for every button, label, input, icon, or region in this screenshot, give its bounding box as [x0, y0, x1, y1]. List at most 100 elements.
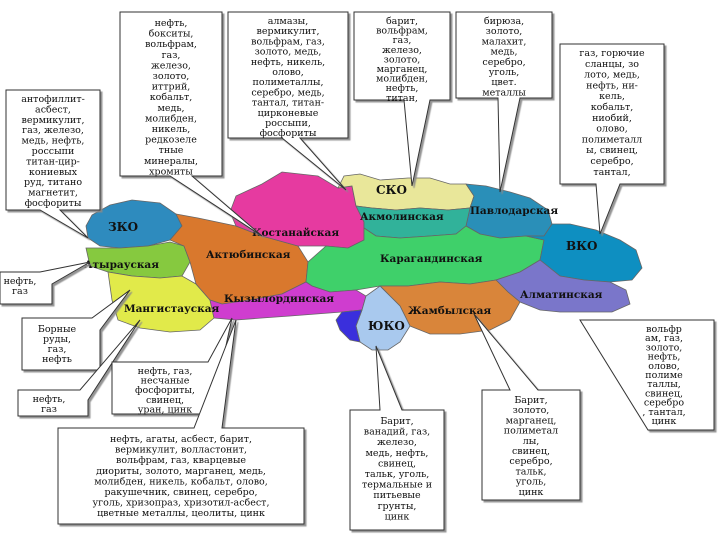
callout-line: серебро,	[590, 156, 633, 167]
callout-line: лы,	[523, 436, 540, 447]
callout-line: вольфрам, газ,	[251, 36, 325, 47]
callout-line: газ,	[48, 344, 67, 355]
callout-line: медь, нефть,	[22, 136, 85, 147]
callout-line: газ	[41, 404, 57, 415]
callout-line: , тантал,	[642, 407, 685, 418]
callout-line: молибден, никель, кобальт, олово,	[94, 476, 268, 487]
callout-line: нефть, агаты, асбест, барит,	[110, 434, 252, 445]
callout-line: магнетит,	[28, 188, 78, 199]
region-almaty	[495, 259, 631, 313]
callout-line: алмазы,	[268, 16, 309, 27]
label-uko: ЮКО	[368, 319, 405, 333]
callout-line: вольфрам,	[145, 39, 197, 50]
callout-line: антофиллит-	[21, 94, 85, 105]
callout-line: фосфориты	[25, 198, 82, 209]
callout-line: золото, медь,	[255, 47, 322, 58]
callout-line: уголь,	[489, 67, 520, 78]
callout-line: руд, титано	[24, 177, 82, 188]
callout-line: Барит,	[514, 395, 547, 406]
callout-texts: нефть,бокситы,вольфрам,газ,железо,золото…	[4, 16, 686, 522]
callout-line: железо,	[151, 60, 191, 71]
callout-4-text: бирюза,золото,малахит,медь,серебро,уголь…	[482, 16, 527, 98]
callout-line: олово,	[272, 67, 304, 78]
callout-line: газ,	[162, 50, 181, 61]
callout-line: бокситы,	[149, 29, 194, 40]
callout-line: марганец,	[506, 415, 557, 426]
callout-line: Барит,	[380, 416, 413, 427]
callout-line: титан-цир-	[26, 156, 80, 167]
callout-line: олово,	[648, 361, 680, 372]
callout-line: уран, цинк	[138, 404, 192, 415]
callout-line: серебро,	[482, 57, 525, 68]
callout-line: золото,	[384, 54, 421, 65]
callout-line: полиме	[645, 370, 683, 381]
callout-line: малахит,	[482, 36, 527, 47]
callout-line: барит,	[386, 16, 418, 27]
label-aktobe: Актюбинская	[206, 249, 291, 261]
callout-line: нефть,	[33, 394, 66, 405]
callout-line: уголь, хризопраз, хризотил-асбест,	[93, 498, 270, 509]
label-kostanay: Костанайская	[252, 227, 339, 239]
callout-line: газ,	[393, 35, 412, 46]
callout-line: цветные металлы, цеолиты, цинк	[97, 508, 265, 519]
callout-line: полиметал	[504, 426, 558, 437]
callout-line: иттрий,	[152, 82, 191, 93]
callout-line: ракушечник, свинец, серебро,	[105, 487, 258, 498]
callout-line: кобальт,	[591, 102, 634, 113]
callout-line: минералы,	[144, 156, 198, 167]
callout-2-text: алмазы,вермикулит,вольфрам, газ,золото, …	[251, 16, 325, 139]
label-atyrau: Атырауская	[84, 259, 159, 271]
callout-line: ниобий,	[592, 113, 632, 124]
callout-line: кель,	[599, 91, 625, 102]
callout-line: газ, железо,	[22, 125, 84, 136]
callout-line: ам, газ,	[645, 333, 683, 344]
callout-line: Борные	[38, 324, 77, 335]
callout-line: лото, медь,	[584, 70, 640, 81]
callout-line: молибден,	[145, 113, 197, 124]
callout-line: нефть,	[4, 276, 37, 287]
callout-13-bubble	[473, 313, 581, 501]
callout-line: руды,	[43, 334, 71, 345]
callout-line: серебро,	[509, 456, 552, 467]
callout-line: россыпи	[32, 146, 75, 157]
callout-line: асбест,	[35, 104, 71, 115]
callout-1-text: нефть,бокситы,вольфрам,газ,железо,золото…	[144, 18, 198, 177]
callout-line: ы, свинец,	[586, 145, 638, 156]
callout-line: нефть,	[648, 352, 681, 363]
callout-line: золото,	[153, 71, 190, 82]
callout-9-text: нефть,газ	[33, 394, 66, 415]
callout-line: тантал,	[593, 167, 630, 178]
callout-line: серебро, медь,	[251, 87, 324, 98]
callout-line: вермикулит, волластонит,	[115, 445, 247, 456]
label-kyzylorda: Кызылординская	[224, 293, 334, 305]
callout-3-bubble	[353, 11, 451, 187]
callout-line: кобальт,	[150, 92, 193, 103]
callout-line: газ	[12, 286, 28, 297]
callout-line: нефть, никель,	[251, 57, 325, 68]
label-sko: СКО	[376, 183, 407, 197]
callout-line: нефть	[42, 354, 72, 365]
callout-line: цинк	[652, 416, 677, 427]
label-akmola: Акмолинская	[360, 211, 444, 223]
callout-line: вермикулит,	[257, 26, 320, 37]
callout-line: свинец,	[146, 395, 184, 406]
callout-line: медь,	[490, 47, 517, 58]
callout-6-bubble	[5, 89, 101, 239]
callout-line: диориты, золото, марганец, медь,	[96, 466, 266, 477]
callout-line: уголь,	[516, 477, 547, 488]
callout-7-bubble	[0, 261, 91, 305]
callout-line: россыпи,	[265, 118, 311, 129]
callout-line: золото,	[486, 26, 523, 37]
callout-7-text: нефть,газ	[4, 276, 37, 297]
callout-line: тальк,	[515, 466, 546, 477]
callout-line: вольфрам,	[376, 26, 428, 37]
callout-line: свинец,	[645, 388, 683, 399]
callout-line: газ, горючие	[579, 48, 645, 59]
label-zhambyl: Жамбылская	[408, 305, 491, 317]
callout-9-bubble	[17, 319, 141, 417]
callout-line: несчаные	[141, 376, 190, 387]
callout-line: золото,	[646, 342, 683, 353]
